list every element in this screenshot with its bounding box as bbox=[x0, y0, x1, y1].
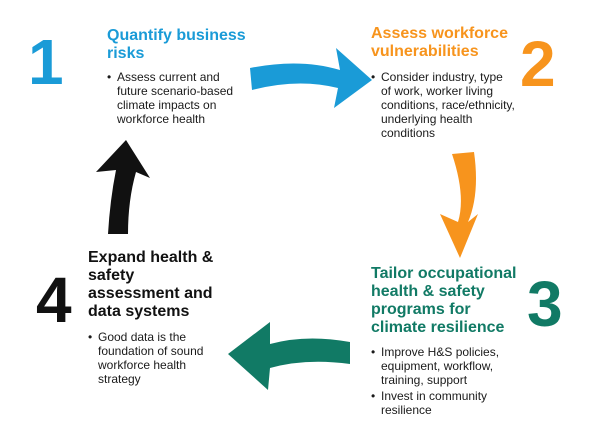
bullet-line: climate impacts on bbox=[117, 98, 217, 112]
step-3-number: 3 bbox=[527, 268, 563, 340]
step-3-title-line: programs for bbox=[371, 301, 471, 318]
step-1-bullet: Assess current and future scenario-based… bbox=[107, 70, 277, 126]
step-1-bullets: Assess current and future scenario-based… bbox=[107, 70, 277, 126]
step-3-title-line: climate resilience bbox=[371, 319, 505, 336]
step-3-bullet: Invest in community resilience bbox=[371, 389, 541, 417]
arrow-3-to-4-shape bbox=[228, 322, 350, 390]
bullet-line: strategy bbox=[98, 372, 141, 386]
step-1-title: Quantify business risks bbox=[107, 27, 246, 63]
step-4-number: 4 bbox=[36, 264, 72, 336]
step-4-title-line: safety bbox=[88, 267, 135, 284]
arrow-1-to-2-shape bbox=[250, 48, 372, 108]
step-1-title-line: Quantify business bbox=[107, 27, 246, 44]
step-4-bullet: Good data is the foundation of sound wor… bbox=[88, 330, 228, 386]
step-3-title: Tailor occupational health & safety prog… bbox=[371, 265, 517, 337]
bullet-line: workforce health bbox=[98, 358, 187, 372]
bullet-line: conditions bbox=[381, 126, 436, 140]
bullet-line: of work, worker living bbox=[381, 84, 494, 98]
step-2-bullet: Consider industry, type of work, worker … bbox=[371, 70, 546, 140]
bullet-line: resilience bbox=[381, 403, 432, 417]
step-4-title-line: Expand health & bbox=[88, 249, 214, 266]
step-4-title-line: assessment and bbox=[88, 285, 213, 302]
bullet-line: workforce health bbox=[117, 112, 206, 126]
bullet-line: Invest in community bbox=[381, 389, 488, 403]
bullet-line: Consider industry, type bbox=[381, 70, 503, 84]
step-3-title-line: health & safety bbox=[371, 283, 485, 300]
step-4-title-line: data systems bbox=[88, 303, 190, 320]
bullet-line: Good data is the bbox=[98, 330, 187, 344]
arrow-4-to-1-shape bbox=[96, 140, 150, 234]
bullet-line: conditions, race/ethnicity, bbox=[381, 98, 515, 112]
step-4-bullets: Good data is the foundation of sound wor… bbox=[88, 330, 228, 386]
step-1-title-line: risks bbox=[107, 45, 145, 62]
step-2-title-line: Assess workforce bbox=[371, 25, 508, 42]
bullet-line: Assess current and bbox=[117, 70, 220, 84]
step-3-bullet: Improve H&S policies, equipment, workflo… bbox=[371, 345, 541, 387]
bullet-line: future scenario-based bbox=[117, 84, 234, 98]
step-3-title-line: Tailor occupational bbox=[371, 265, 517, 282]
step-2-bullets: Consider industry, type of work, worker … bbox=[371, 70, 546, 140]
step-3-bullets: Improve H&S policies, equipment, workflo… bbox=[371, 345, 541, 417]
step-2-title-line: vulnerabilities bbox=[371, 43, 479, 60]
bullet-line: equipment, workflow, bbox=[381, 359, 494, 373]
arrow-2-to-3-shape bbox=[440, 152, 478, 258]
step-1-number: 1 bbox=[28, 26, 64, 98]
bullet-line: underlying health bbox=[381, 112, 473, 126]
step-2-title: Assess workforce vulnerabilities bbox=[371, 25, 508, 61]
bullet-line: Improve H&S policies, bbox=[381, 345, 500, 359]
bullet-line: foundation of sound bbox=[98, 344, 204, 358]
bullet-line: training, support bbox=[381, 373, 468, 387]
step-4-title: Expand health & safety assessment and da… bbox=[88, 249, 213, 321]
